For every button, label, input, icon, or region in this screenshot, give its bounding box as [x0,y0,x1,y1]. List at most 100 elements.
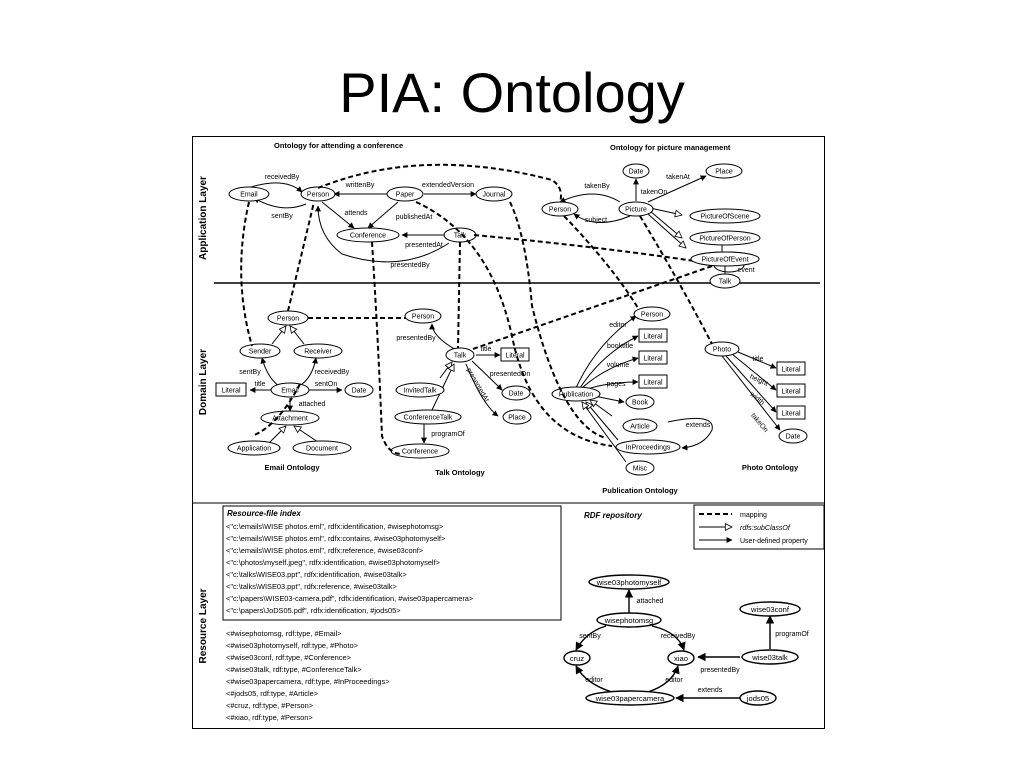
node-pub-publication: Publication [559,392,593,399]
edge-rdf-programOf: programOf [775,631,809,638]
resource-index-line: <"c:\papers\JoDS05.pdf", rdfx:identifica… [226,606,401,615]
resource-index-line: <"c:\photos\myself.jpeg", rdfx:identific… [226,558,440,567]
node-tk-person: Person [412,314,434,321]
node-ph-lit2: Literal [781,389,801,396]
node-app-conference: Conference [350,233,386,240]
resource-index-line: <"c:\papers\WISE03-camera.pdf", rdfx:ide… [226,594,473,603]
photo-ontology-nodes [704,341,808,444]
edge-writtenBy: writtenBy [345,182,375,189]
publication-ontology-edges [575,315,713,463]
edge-rdf-editor2: editor [665,677,683,684]
edge-tk-title: title [481,346,492,353]
node-pub-book: Book [632,400,648,407]
node-pub-person: Person [641,312,663,319]
node-em-literal: Literal [221,388,241,395]
node-rdf-conf: wise03conf [750,605,790,614]
node-em-receiver: Receiver [304,349,332,356]
node-rdf-xiao: xiao [674,654,688,663]
node-tk-invited: InvitedTalk [403,388,437,395]
resource-index-line: <"c:\emails\WISE photos.eml", rdfx:ident… [226,522,443,531]
legend-subclass-label: rdfs:subClassOf [740,525,791,532]
mapping-lines [240,163,715,455]
node-pub-article: Article [630,424,650,431]
edge-pub-volume: volume [607,362,630,369]
rdf-graph-edges [575,589,775,703]
publication-ontology-labels: Person Literal Literal Literal Publicati… [559,312,711,473]
resource-index-line: <"c:\talks\WISE03.ppt", rdfx:reference, … [226,582,397,591]
type-line: <#cruz, rdf:type, #Person> [226,701,313,710]
node-rdf-papercamera: wise03papercamera [595,694,665,703]
node-tk-talk: Talk [454,353,467,360]
type-lines: <#wisephotomsg, rdf:type, #Email> <#wise… [226,629,390,722]
node-rdf-talk: wise03talk [751,653,788,662]
type-line: <#wise03conf, rdf:type, #Conference> [226,653,351,662]
type-line: <#xiao, rdf:type, #Person> [226,713,313,722]
application-conference-nodes [228,186,513,243]
node-em-attachment: Attachment [272,416,307,423]
edge-takenOn: takenOn [641,189,668,196]
node-em-person: Person [277,316,299,323]
edge-em-sentOn: sentOn [315,381,338,388]
node-app-paper: Paper [396,192,415,199]
node-pub-lit1: Literal [643,334,663,341]
legend-user-defined-label: User-defined property [740,538,808,545]
node-em-date: Date [352,388,367,395]
node-ph-lit1: Literal [781,367,801,374]
publication-ontology-title: Publication Ontology [602,486,678,495]
resource-index-line: <"c:\talks\WISE03.ppt", rdfx:identificat… [226,570,407,579]
node-ph-lit3: Literal [781,411,801,418]
node-pic-date: Date [629,169,644,176]
node-pub-misc: Misc [633,466,648,473]
edge-em-attached: attached [299,401,326,408]
node-tk-place: Place [508,415,526,422]
edge-pub-extends: extends [686,422,711,429]
edge-pub-booktitle: booktitle [607,343,633,350]
email-ontology-title: Email Ontology [264,463,320,472]
edge-sentBy: sentBy [271,213,293,220]
type-line: <#wise03papercamera, rdf:type, #InProcee… [226,677,390,686]
photo-ontology-title: Photo Ontology [742,463,799,472]
node-rdf-photomyself: wise03photomyself [596,578,662,587]
edge-pub-pages: pages [606,381,626,388]
edge-receivedBy: receivedBy [265,174,300,181]
edge-rdf-sentBy: sentBy [579,633,601,640]
edge-em-title: title [255,381,266,388]
email-ontology-labels: Person Sender Receiver Literal Email Dat… [221,316,366,453]
node-pic-person: Person [549,207,571,214]
node-tk-conftalk: ConferenceTalk [404,415,453,422]
edge-tk-programOf: programOf [431,431,465,438]
node-em-sender: Sender [249,349,272,356]
node-app-email: Email [240,192,258,199]
node-app-talk: Talk [454,233,467,240]
talk-ontology-title: Talk Ontology [435,468,485,477]
edge-presentedBy: presentedBy [390,262,430,269]
photo-ontology-edges [721,351,781,431]
node-em-email: Email [281,388,299,395]
diagram-frame [192,136,825,729]
application-layer-label: Application Layer [198,176,209,260]
edge-rdf-editor1: editor [585,677,603,684]
edge-tk-presentedBy: presentedBy [396,335,436,342]
node-ph-photo: Photo [713,347,731,354]
edge-rdf-attached: attached [637,598,664,605]
node-tk-literal: Literal [505,353,525,360]
email-ontology-nodes [215,310,374,456]
node-tk-date: Date [509,391,524,398]
type-line: <#wise03talk, rdf:type, #ConferenceTalk> [226,665,362,674]
application-conference-labels: Email Person Paper Journal Conference Ta… [240,174,506,269]
edge-tk-presentedOn: presentedOn [490,371,531,378]
application-picture-edges [559,175,725,259]
node-em-application: Application [237,446,271,453]
edge-takenAt: takenAt [666,174,690,181]
type-line: <#jods05, rdf:type, #Article> [226,689,318,698]
edge-presentedAt: presentedAt [405,242,443,249]
edge-em-sentBy: sentBy [239,369,261,376]
rdf-graph-nodes [563,574,801,706]
resource-layer-label: Resource Layer [198,588,209,663]
resource-index-box [222,505,562,621]
slide-title: PIA: Ontology [339,61,685,124]
edge-attends: attends [345,210,368,217]
node-pic-scene: PictureOfScene [700,214,749,221]
rdf-repository-title: RDF repository [584,511,642,520]
node-app-person: Person [307,192,329,199]
